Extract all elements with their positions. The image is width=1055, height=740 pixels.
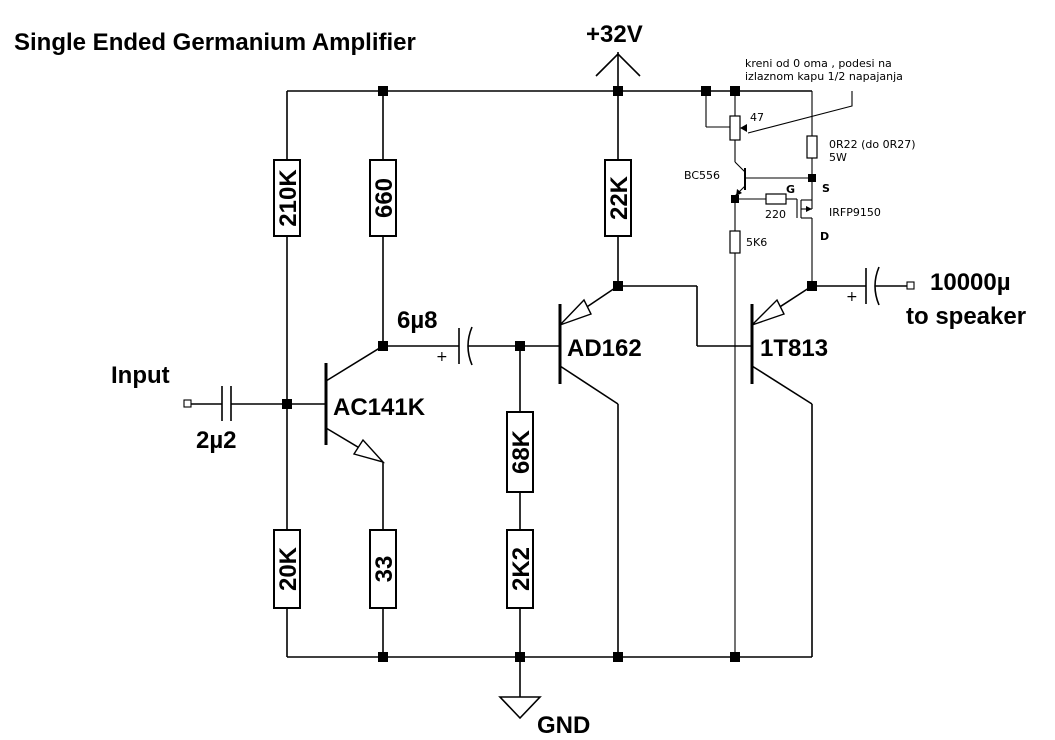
resistor-210k: 210K (273, 91, 302, 530)
input-stage: Input 2µ2 (111, 362, 287, 454)
resistor-68k: 68K (506, 346, 535, 530)
output-capacitor: + 10000µ to speaker (812, 266, 1026, 330)
input-label: Input (111, 362, 170, 389)
resistor-33-label: 33 (371, 556, 398, 583)
resistor-0r22-power: 5W (829, 151, 847, 164)
resistor-2k2-label: 2K2 (508, 547, 535, 591)
mosfet-pin-d: D (820, 230, 829, 243)
note-line-1: kreni od 0 oma , podesi na (745, 57, 892, 70)
schematic-title: Single Ended Germanium Amplifier (14, 29, 416, 56)
coupling-capacitor-label: 6µ8 (397, 307, 438, 334)
transistor-ac141k-label: AC141K (333, 394, 426, 421)
resistor-22k-label: 22K (606, 175, 633, 220)
transistor-bc556-label: BC556 (684, 169, 720, 182)
resistor-660: 660 (369, 91, 398, 346)
note-line-2: izlaznom kapu 1/2 napajanja (745, 70, 903, 83)
ground-label: GND (537, 712, 590, 739)
mosfet-pin-s: S (822, 182, 830, 195)
resistor-0r22-label: 0R22 (do 0R27) (829, 138, 916, 151)
input-cap-label: 2µ2 (196, 427, 237, 454)
coupling-capacitor-plus: + (436, 349, 448, 365)
ground-rail: GND (287, 656, 812, 739)
transistor-1t813: 1T813 (618, 285, 828, 657)
mosfet-label: IRFP9150 (829, 206, 881, 219)
coupling-capacitor: 6µ8 + (383, 307, 520, 366)
resistor-33: 33 (369, 462, 398, 657)
transistor-ad162-label: AD162 (567, 335, 642, 362)
output-capacitor-plus: + (846, 289, 858, 305)
resistor-660-label: 660 (371, 178, 398, 218)
transistor-1t813-label: 1T813 (760, 335, 828, 362)
resistor-5k6-label: 5K6 (746, 236, 767, 249)
resistor-220-label: 220 (765, 208, 786, 221)
supply-label: +32V (586, 21, 643, 48)
current-source: 47 BC556 220 G 5K6 0R22 (do 0R27) 5W (684, 57, 916, 657)
mosfet-pin-g: G (786, 183, 795, 196)
supply-rail: +32V (287, 21, 812, 92)
resistor-68k-label: 68K (508, 429, 535, 474)
junctions (282, 86, 817, 662)
transistor-ac141k: AC141K (287, 345, 426, 464)
resistor-22k: 22K (604, 91, 633, 286)
output-label-speaker: to speaker (906, 303, 1026, 330)
resistor-47-label: 47 (750, 111, 764, 124)
transistor-ad162: AD162 (520, 285, 642, 657)
resistor-20k: 20K (273, 529, 302, 657)
resistor-210k-label: 210K (275, 169, 302, 227)
output-label-capacitance: 10000µ (930, 269, 1011, 296)
resistor-2k2: 2K2 (506, 529, 535, 657)
resistor-20k-label: 20K (275, 546, 302, 591)
